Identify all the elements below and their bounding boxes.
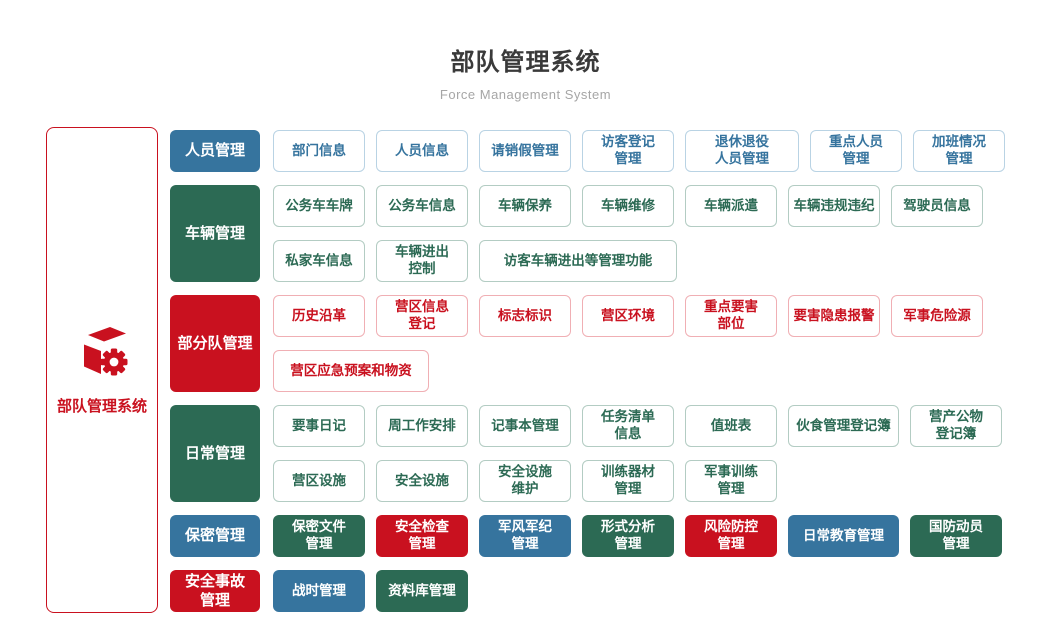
module-box: 战时管理 <box>273 570 365 612</box>
page-title: 部队管理系统 <box>450 49 601 76</box>
items-vehicles: 公务车车牌公务车信息车辆保养车辆维修车辆派遣车辆违规违纪驾驶员信息私家车信息车辆… <box>273 185 1006 282</box>
module-box: 请销假管理 <box>479 130 571 172</box>
module-box: 形式分析 管理 <box>582 515 674 557</box>
cube-gear-icon <box>71 324 133 385</box>
module-box: 公务车信息 <box>376 185 468 227</box>
root-system-box: 部队管理系统 <box>46 127 158 613</box>
module-box: 保密文件 管理 <box>273 515 365 557</box>
module-box: 安全设施 <box>376 460 468 502</box>
module-box: 重点要害 部位 <box>685 295 777 337</box>
section-vehicles: 车辆管理公务车车牌公务车信息车辆保养车辆维修车辆派遣车辆违规违纪驾驶员信息私家车… <box>170 185 1006 282</box>
module-box: 训练器材 管理 <box>582 460 674 502</box>
module-box: 访客登记 管理 <box>582 130 674 172</box>
category-daily: 日常管理 <box>170 405 260 502</box>
items-incidents: 战时管理资料库管理 <box>273 570 1006 612</box>
module-box: 安全检查 管理 <box>376 515 468 557</box>
module-box: 车辆违规违纪 <box>788 185 880 227</box>
module-box: 国防动员 管理 <box>910 515 1002 557</box>
module-box: 车辆维修 <box>582 185 674 227</box>
module-box: 营区环境 <box>582 295 674 337</box>
module-box: 值班表 <box>685 405 777 447</box>
module-box: 公务车车牌 <box>273 185 365 227</box>
module-box: 军风军纪 管理 <box>479 515 571 557</box>
header: 部队管理系统 Force Management System <box>0 42 1051 102</box>
module-box: 营区设施 <box>273 460 365 502</box>
module-box: 日常教育管理 <box>788 515 899 557</box>
module-box: 军事训练 管理 <box>685 460 777 502</box>
module-box: 营区应急预案和物资 <box>273 350 429 392</box>
module-box: 营区信息 登记 <box>376 295 468 337</box>
items-daily: 要事日记周工作安排记事本管理任务清单 信息值班表伙食管理登记簿营产公物 登记簿营… <box>273 405 1006 502</box>
module-box: 伙食管理登记簿 <box>788 405 899 447</box>
section-incidents: 安全事故 管理战时管理资料库管理 <box>170 570 1006 612</box>
module-box: 资料库管理 <box>376 570 468 612</box>
module-box: 营产公物 登记簿 <box>910 405 1002 447</box>
module-box: 车辆保养 <box>479 185 571 227</box>
module-box: 风险防控 管理 <box>685 515 777 557</box>
root-system-label: 部队管理系统 <box>56 398 147 415</box>
module-box: 周工作安排 <box>376 405 468 447</box>
module-box: 要事日记 <box>273 405 365 447</box>
section-personnel: 人员管理部门信息人员信息请销假管理访客登记 管理退休退役 人员管理重点人员 管理… <box>170 130 1006 172</box>
page-subtitle: Force Management System <box>439 87 612 102</box>
module-box: 访客车辆进出等管理功能 <box>479 240 677 282</box>
items-secrecy: 保密文件 管理安全检查 管理军风军纪 管理形式分析 管理风险防控 管理日常教育管… <box>273 515 1006 557</box>
category-vehicles: 车辆管理 <box>170 185 260 282</box>
category-subunit: 部分队管理 <box>170 295 260 392</box>
section-subunit: 部分队管理历史沿革营区信息 登记标志标识营区环境重点要害 部位要害隐患报警军事危… <box>170 295 1006 392</box>
items-subunit: 历史沿革营区信息 登记标志标识营区环境重点要害 部位要害隐患报警军事危险源营区应… <box>273 295 1006 392</box>
module-box: 私家车信息 <box>273 240 365 282</box>
category-secrecy: 保密管理 <box>170 515 260 557</box>
module-box: 标志标识 <box>479 295 571 337</box>
module-box: 要害隐患报警 <box>788 295 880 337</box>
module-box: 历史沿革 <box>273 295 365 337</box>
module-box: 加班情况 管理 <box>913 130 1005 172</box>
module-box: 车辆进出 控制 <box>376 240 468 282</box>
items-personnel: 部门信息人员信息请销假管理访客登记 管理退休退役 人员管理重点人员 管理加班情况… <box>273 130 1006 172</box>
module-box: 部门信息 <box>273 130 365 172</box>
section-daily: 日常管理要事日记周工作安排记事本管理任务清单 信息值班表伙食管理登记簿营产公物 … <box>170 405 1006 502</box>
module-box: 军事危险源 <box>891 295 983 337</box>
module-box: 驾驶员信息 <box>891 185 983 227</box>
module-box: 记事本管理 <box>479 405 571 447</box>
category-incidents: 安全事故 管理 <box>170 570 260 612</box>
module-box: 任务清单 信息 <box>582 405 674 447</box>
category-personnel: 人员管理 <box>170 130 260 172</box>
module-box: 退休退役 人员管理 <box>685 130 799 172</box>
diagram-main: 人员管理部门信息人员信息请销假管理访客登记 管理退休退役 人员管理重点人员 管理… <box>170 130 1006 612</box>
module-box: 重点人员 管理 <box>810 130 902 172</box>
module-box: 人员信息 <box>376 130 468 172</box>
module-box: 车辆派遣 <box>685 185 777 227</box>
section-secrecy: 保密管理保密文件 管理安全检查 管理军风军纪 管理形式分析 管理风险防控 管理日… <box>170 515 1006 557</box>
module-box: 安全设施 维护 <box>479 460 571 502</box>
